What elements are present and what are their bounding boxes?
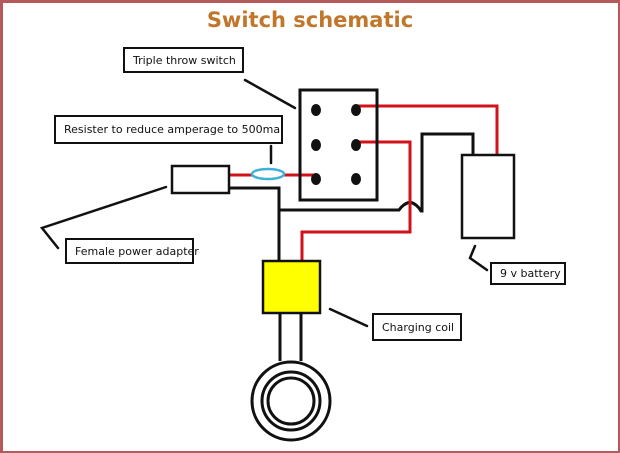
coil-ring-inner <box>266 376 316 426</box>
battery-positive-wire <box>356 104 499 155</box>
switch-label: Triple throw switch <box>123 47 244 73</box>
resistor-symbol <box>250 167 286 181</box>
switch-terminal <box>311 139 321 151</box>
charging-coil-box <box>261 259 322 315</box>
triple-throw-switch-body <box>298 88 379 202</box>
coil-label: Charging coil <box>372 313 462 341</box>
switch-terminal <box>351 173 361 185</box>
coil-ring-middle <box>260 370 322 432</box>
switch-leader-line <box>243 78 297 110</box>
switch-terminal <box>351 104 361 116</box>
resistor-label: Resister to reduce amperage to 500ma <box>54 115 283 144</box>
switch-terminal <box>311 173 321 185</box>
diagram-title: Switch schematic <box>206 8 414 32</box>
coil-leader-line <box>328 307 369 328</box>
switch-terminal <box>351 139 361 151</box>
power-adapter-body <box>170 164 231 195</box>
battery-label: 9 v battery <box>490 262 566 285</box>
adapter-negative-wire <box>229 186 281 261</box>
coil-positive-wire <box>300 140 412 261</box>
coil-ring-outer <box>250 360 332 442</box>
battery-body <box>460 153 516 240</box>
battery-leader-line <box>468 244 489 272</box>
switch-terminal <box>311 104 321 116</box>
adapter-leader-line <box>39 185 168 250</box>
adapter-label: Female power adapter <box>65 238 199 264</box>
